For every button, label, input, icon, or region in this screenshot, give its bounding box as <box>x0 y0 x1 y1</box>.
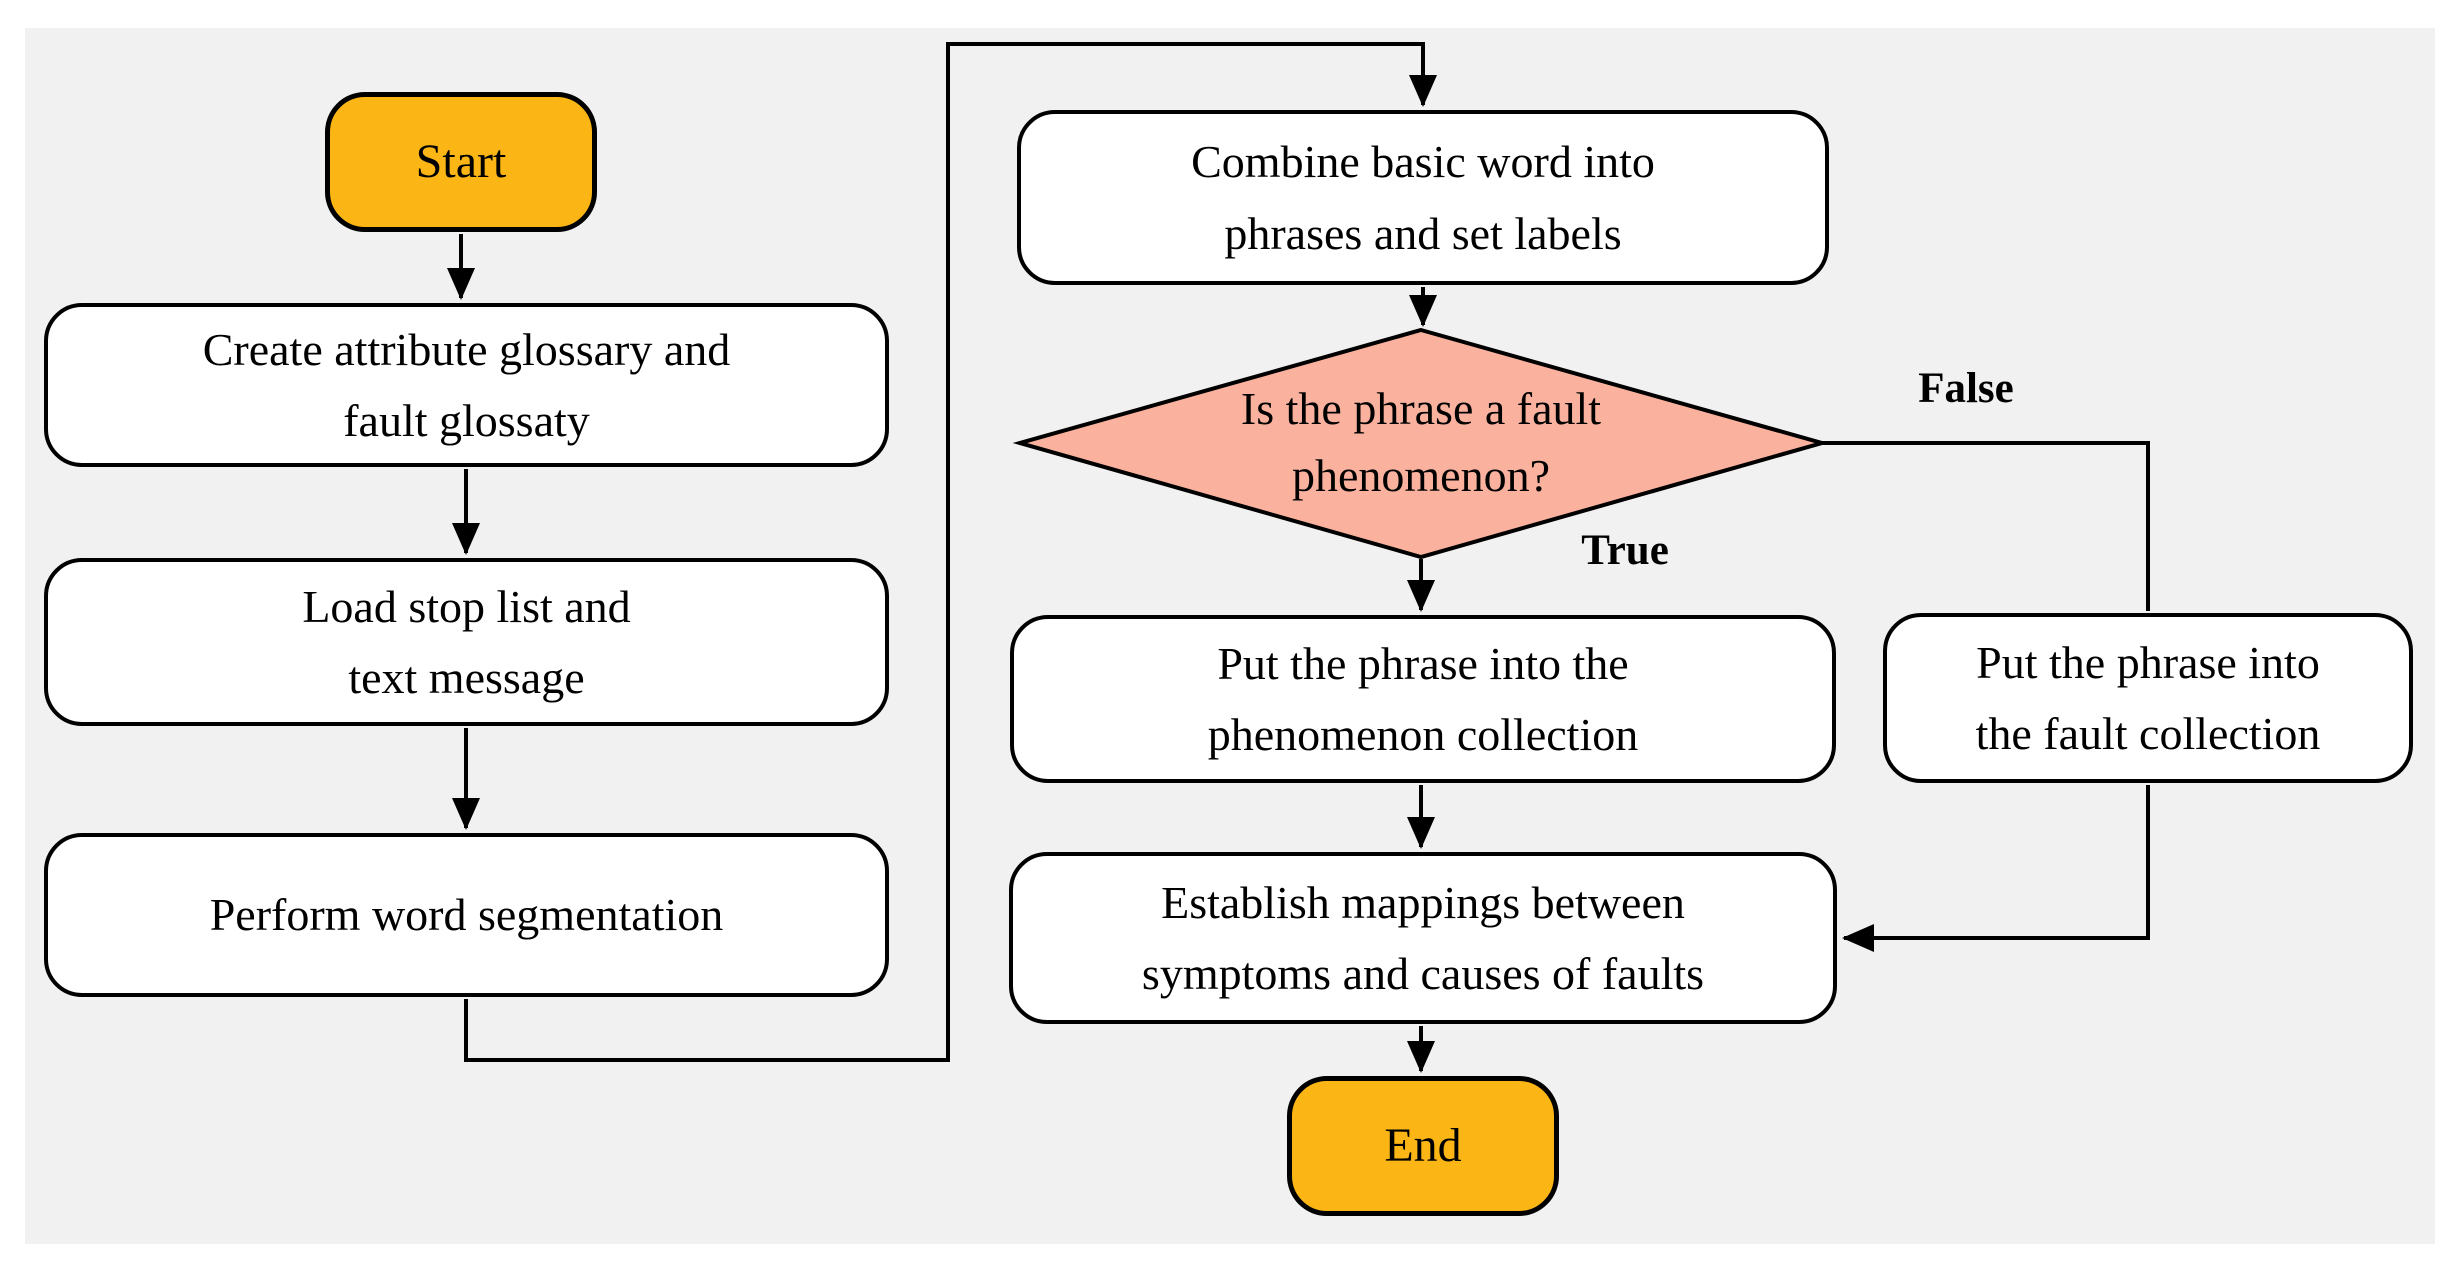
node-fault-collection: Put the phrase into the fault collection <box>1883 613 2413 783</box>
decision-diamond-shape <box>1012 327 1830 560</box>
node-combine-words: Combine basic word into phrases and set … <box>1017 110 1829 285</box>
node-create-glossary: Create attribute glossary and fault glos… <box>44 303 889 467</box>
node-load-stop-list: Load stop list and text message <box>44 558 889 726</box>
node-word-segmentation: Perform word segmentation <box>44 833 889 997</box>
node-end: End <box>1287 1076 1559 1216</box>
node-phenomenon-collection: Put the phrase into the phenomenon colle… <box>1010 615 1836 783</box>
edge-decision-false-to-fault <box>1822 441 2150 611</box>
edge-label-true: True <box>1581 526 1669 574</box>
edge-fault-to-establish <box>1842 785 2150 952</box>
node-start: Start <box>325 92 597 232</box>
node-establish-mappings: Establish mappings between symptoms and … <box>1009 852 1837 1024</box>
edge-label-false: False <box>1918 364 2014 412</box>
decision-question-text: Is the phrase a fault phenomenon? <box>1240 383 1602 501</box>
edge-segment-to-combine <box>464 42 1437 1062</box>
